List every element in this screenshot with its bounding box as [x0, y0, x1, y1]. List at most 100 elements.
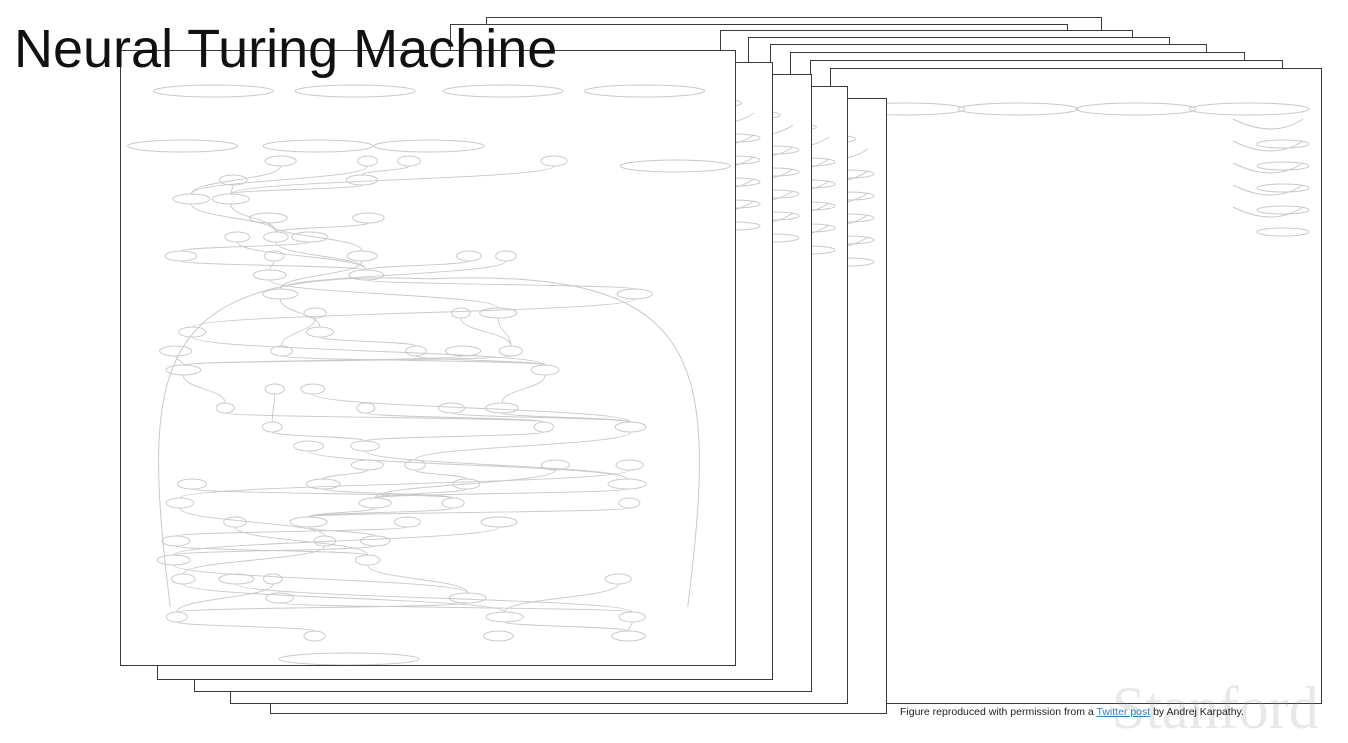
graph-edge — [501, 412, 631, 423]
graph-node — [485, 402, 519, 414]
graph-node — [483, 630, 514, 642]
graph-node — [172, 193, 211, 205]
graph-node — [540, 155, 568, 167]
graph-node — [127, 139, 239, 153]
caption-suffix: by Andrej Karpathy. — [1150, 706, 1244, 718]
graph-edge — [312, 393, 631, 423]
graph-node — [290, 231, 329, 243]
graph-edge — [451, 412, 631, 423]
graph-node — [451, 307, 471, 319]
graph-node — [345, 174, 379, 186]
graph-edge — [176, 602, 468, 613]
graph-node — [404, 459, 426, 471]
graph-node — [397, 155, 421, 167]
graph-edge — [275, 222, 369, 233]
graph-node — [152, 84, 274, 98]
graph-node — [224, 231, 251, 243]
graph-edge — [224, 412, 545, 423]
graph-edge — [364, 450, 628, 480]
graph-edge — [504, 583, 619, 613]
graph-node — [957, 102, 1079, 116]
graph-edge — [182, 583, 506, 613]
graph-node — [448, 592, 487, 604]
graph-node — [360, 535, 391, 547]
graph-edge — [628, 621, 633, 632]
graph-edge — [1232, 162, 1304, 174]
graph-node — [615, 459, 644, 471]
graph-node — [1256, 161, 1310, 171]
graph-edge — [308, 507, 454, 518]
graph-node — [357, 155, 378, 167]
graph-edge — [1232, 206, 1304, 218]
graph-node — [405, 345, 427, 357]
graph-node — [178, 326, 207, 338]
graph-edge — [279, 260, 507, 290]
graph-node — [165, 611, 188, 623]
graph-node — [289, 516, 328, 528]
graph-edge — [182, 374, 226, 404]
graph-node — [495, 250, 517, 262]
graph-edge — [1232, 140, 1304, 152]
graph-edge — [460, 317, 512, 347]
graph-node — [346, 250, 378, 262]
graph-node — [1075, 102, 1197, 116]
graph-edge — [179, 507, 326, 537]
graph-edge — [190, 165, 368, 195]
graph-node — [262, 139, 374, 153]
graph-sheet — [120, 50, 736, 666]
graph-edge — [234, 526, 369, 556]
graph-edge — [414, 469, 467, 480]
graph-edge — [269, 279, 499, 309]
graph-edge — [504, 621, 629, 632]
graph-edge — [271, 393, 276, 423]
graph-node — [437, 402, 466, 414]
graph-edge — [1232, 118, 1304, 130]
graph-edge — [191, 488, 454, 499]
graph-edge — [236, 583, 633, 613]
graph-node — [480, 516, 518, 528]
graph-node — [354, 554, 381, 566]
graph-edge — [175, 355, 184, 366]
graph-edge — [173, 564, 468, 594]
graph-edge — [275, 241, 367, 271]
graph-node — [1188, 102, 1310, 116]
graph-node — [294, 84, 416, 98]
graph-node — [293, 440, 325, 452]
graph-edge — [308, 507, 630, 518]
graph-layer — [127, 84, 731, 665]
graph-edge — [230, 184, 234, 195]
graph-layer — [844, 102, 1310, 237]
graph-edge — [176, 621, 315, 632]
figure-caption: Figure reproduced with permission from a… — [900, 706, 1244, 718]
graph-edge — [191, 336, 546, 366]
graph-node — [264, 383, 285, 395]
graph-edge — [230, 165, 555, 195]
graph-edge — [182, 355, 464, 366]
graph-edge — [190, 165, 282, 195]
graph-edge — [322, 488, 454, 499]
graph-edge — [279, 602, 633, 613]
graph-node — [352, 212, 385, 224]
graph-svg — [127, 84, 731, 665]
graph-node — [261, 421, 283, 433]
graph-edge — [267, 222, 363, 252]
graph-edge — [322, 469, 368, 480]
graph-node — [614, 421, 647, 433]
caption-prefix: Figure reproduced with permission from a — [900, 706, 1097, 718]
graph-node — [393, 516, 421, 528]
graph-node — [278, 652, 420, 665]
graph-edge — [374, 488, 628, 499]
graph-edge — [365, 279, 636, 290]
graph-edge — [415, 355, 546, 366]
graph-edge — [182, 545, 326, 575]
graph-edge — [190, 203, 277, 233]
graph-node — [611, 630, 646, 642]
graph-edge — [271, 431, 366, 442]
graph-edge — [175, 545, 369, 556]
twitter-post-link[interactable]: Twitter post — [1096, 706, 1151, 718]
graph-node — [161, 535, 191, 547]
graph-node — [350, 440, 380, 452]
graph-node — [619, 159, 731, 173]
graph-edge — [364, 431, 545, 442]
graph-node — [156, 554, 191, 566]
